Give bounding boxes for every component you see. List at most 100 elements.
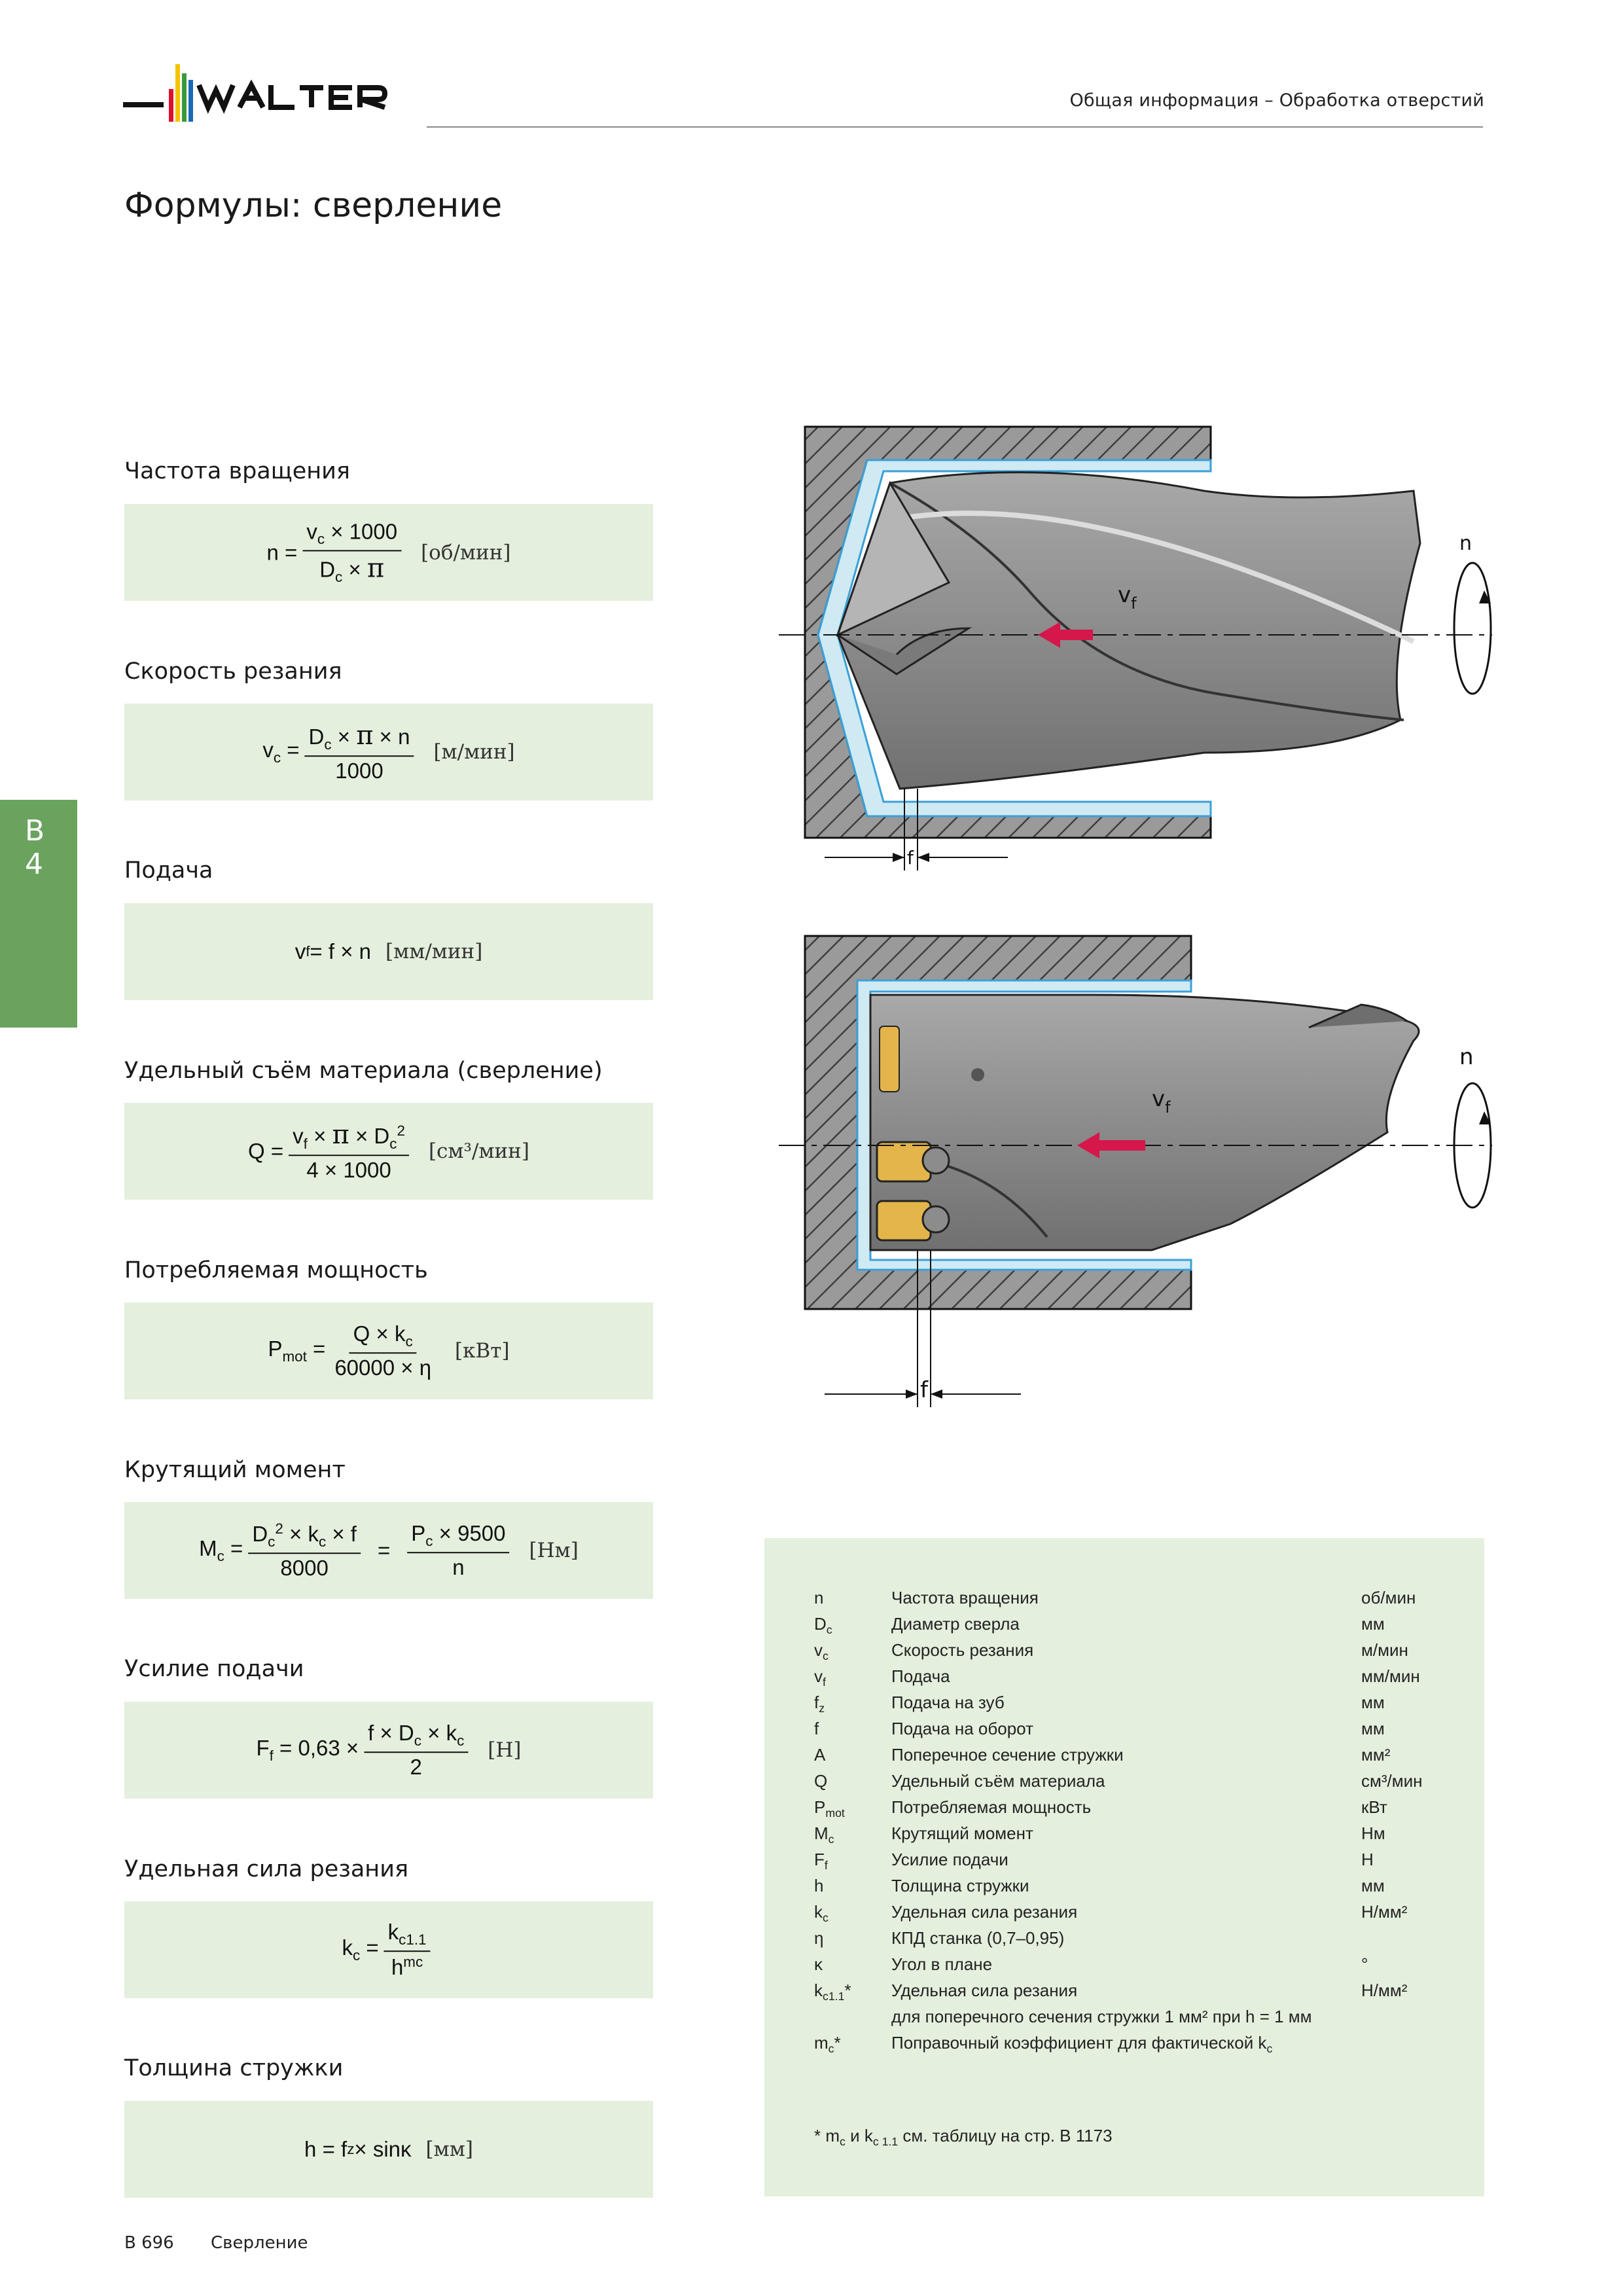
- page-number: B 696: [124, 2233, 174, 2253]
- drill-flute: [1308, 1003, 1408, 1029]
- rotation-arc: [1453, 1082, 1492, 1209]
- legend-symbol: n: [814, 1588, 824, 1607]
- legend-unit: см³/мин: [1361, 1771, 1423, 1791]
- insert-screw: [921, 1146, 950, 1175]
- formula-unit: [об/мин]: [421, 541, 511, 564]
- legend-description: для поперечного сечения стружки 1 мм² пр…: [891, 2007, 1312, 2026]
- drill-flute-edge: [889, 482, 1404, 721]
- legend-unit: об/мин: [1361, 1588, 1416, 1607]
- formula-box-specific-force: kc = kc1.1 hmc: [124, 1901, 653, 1998]
- rotation-label: n: [1459, 1044, 1474, 1070]
- chapter-tab-label: B 4: [25, 814, 48, 881]
- formula-title-cutting-speed: Скорость резания: [124, 658, 342, 685]
- formula-unit: [Нм]: [529, 1539, 579, 1562]
- coolant-gap: [817, 459, 1212, 817]
- formula-box-cutting-speed: vc = Dc × π × n 1000 [м/мин]: [124, 704, 653, 800]
- coolant-gap: [856, 979, 1192, 1271]
- legend-unit: Н/мм²: [1361, 1902, 1408, 1922]
- formula-unit: [мм/мин]: [385, 940, 483, 963]
- legend-description: Удельная сила резания: [891, 1981, 1078, 2000]
- legend-symbol: Mc: [814, 1823, 834, 1846]
- legend-description: Толщина стружки: [891, 1876, 1029, 1895]
- formula-unit: [Н]: [488, 1738, 522, 1762]
- drill-point: [836, 480, 951, 637]
- legend-unit: Нм: [1361, 1823, 1385, 1843]
- formula-specific-force: kc = kc1.1 hmc: [342, 1920, 435, 1980]
- formula-title-feed-force: Усилие подачи: [124, 1656, 304, 1682]
- legend-symbol: κ: [814, 1954, 823, 1974]
- legend-symbol: η: [814, 1928, 824, 1948]
- legend-unit: мм: [1361, 1614, 1385, 1634]
- twist-drill-diagram: vf n f: [779, 425, 1492, 870]
- legend-description: Крутящий момент: [891, 1823, 1033, 1843]
- formula-rpm: n = vc × 1000 Dc × π [об/мин]: [267, 519, 511, 585]
- formula-box-removal-rate: Q = vf × π × Dc2 4 × 1000 [см³/мин]: [124, 1103, 653, 1200]
- formula-box-torque: Mc = Dc2 × kc × f 8000 = Pc × 9500 n [Нм…: [124, 1502, 653, 1599]
- rotation-arc: [1453, 562, 1492, 695]
- formula-removal-rate: Q = vf × π × Dc2 4 × 1000 [см³/мин]: [248, 1120, 529, 1183]
- formula-title-rpm: Частота вращения: [124, 458, 350, 484]
- dimension-arrowhead: [893, 853, 904, 862]
- formula-title-removal-rate: Удельный съём материала (сверление): [124, 1058, 603, 1084]
- legend-unit: Н: [1361, 1850, 1374, 1869]
- legend-symbol: A: [814, 1745, 826, 1765]
- legend-description: Подача на зуб: [891, 1693, 1005, 1712]
- formula-lhs: Pmot =: [268, 1336, 326, 1365]
- legend-description: Потребляемая мощность: [891, 1797, 1092, 1817]
- legend-description: Частота вращения: [891, 1588, 1039, 1607]
- legend-unit: мм: [1361, 1693, 1385, 1712]
- legend-symbol: kc: [814, 1902, 829, 1925]
- chapter-tab: B 4: [0, 800, 77, 1028]
- fraction: kc1.1 hmc: [383, 1920, 431, 1980]
- rotation-arrowhead: [1479, 590, 1491, 603]
- feed-arrow: [1038, 622, 1093, 648]
- formula-feed-force: Ff = 0,63 × f × Dc × kc 2 [Н]: [256, 1721, 521, 1780]
- legend-description: Подача на оборот: [891, 1719, 1033, 1738]
- header-section-title: Общая информация – Обработка отверстий: [1069, 90, 1484, 111]
- legend-symbol: Ff: [814, 1850, 828, 1873]
- formula-unit: [см³/мин]: [428, 1139, 529, 1163]
- legend-description: Диаметр сверла: [891, 1614, 1020, 1634]
- legend-symbol: fz: [814, 1693, 825, 1715]
- formula-title-torque: Крутящий момент: [124, 1457, 346, 1483]
- formula-lhs: n =: [266, 540, 298, 564]
- drill-cutting-lip: [837, 627, 972, 675]
- fraction: Pc × 9500 n: [407, 1521, 510, 1580]
- formula-box-rpm: n = vc × 1000 Dc × π [об/мин]: [124, 504, 653, 601]
- legend-description: Скорость резания: [891, 1640, 1034, 1660]
- legend-symbol: Dc: [814, 1614, 832, 1637]
- legend-description: Угол в плане: [891, 1954, 993, 1974]
- formula-unit: [кВт]: [455, 1339, 510, 1363]
- feed-label: vf: [1118, 582, 1137, 613]
- fraction: Dc2 × kc × f 8000: [248, 1520, 361, 1581]
- formula-title-specific-force: Удельная сила резания: [124, 1856, 408, 1882]
- legend-description: Поперечное сечение стружки: [891, 1745, 1124, 1765]
- legend-unit: °: [1361, 1954, 1368, 1974]
- legend-description: Подача: [891, 1666, 950, 1686]
- legend-description: КПД станка (0,7–0,95): [891, 1928, 1065, 1948]
- legend-symbol: Pmot: [814, 1797, 845, 1820]
- dimension-arrowhead: [931, 1390, 942, 1399]
- drill-body: [836, 471, 1421, 790]
- formula-title-feed: Подача: [124, 857, 213, 884]
- formula-lhs: kc =: [342, 1935, 379, 1964]
- formula-lhs: vc =: [262, 738, 300, 766]
- fraction: f × Dc × kc 2: [364, 1721, 469, 1780]
- legend-description: Усилие подачи: [891, 1850, 1008, 1869]
- legend-footnote: * mc и kc 1.1 см. таблицу на стр. B 1173: [814, 2126, 1113, 2149]
- feed-label: vf: [1152, 1086, 1171, 1117]
- coolant-hole: [971, 1068, 984, 1081]
- formula-title-chip-thickness: Толщина стружки: [124, 2055, 344, 2081]
- formula-title-power: Потребляемая мощность: [124, 1257, 428, 1283]
- insert-outer: [879, 1026, 900, 1092]
- legend-unit: мм: [1361, 1719, 1385, 1738]
- legend-symbol: f: [814, 1719, 819, 1738]
- formula-unit: [м/мин]: [433, 740, 515, 764]
- formula-power: Pmot = Q × kc 60000 × η [кВт]: [268, 1321, 509, 1380]
- fraction: vc × 1000 Dc × π: [302, 519, 402, 585]
- legend-description: Удельная сила резания: [891, 1902, 1078, 1922]
- legend-description: Поправочный коэффициент для фактической …: [891, 2033, 1273, 2056]
